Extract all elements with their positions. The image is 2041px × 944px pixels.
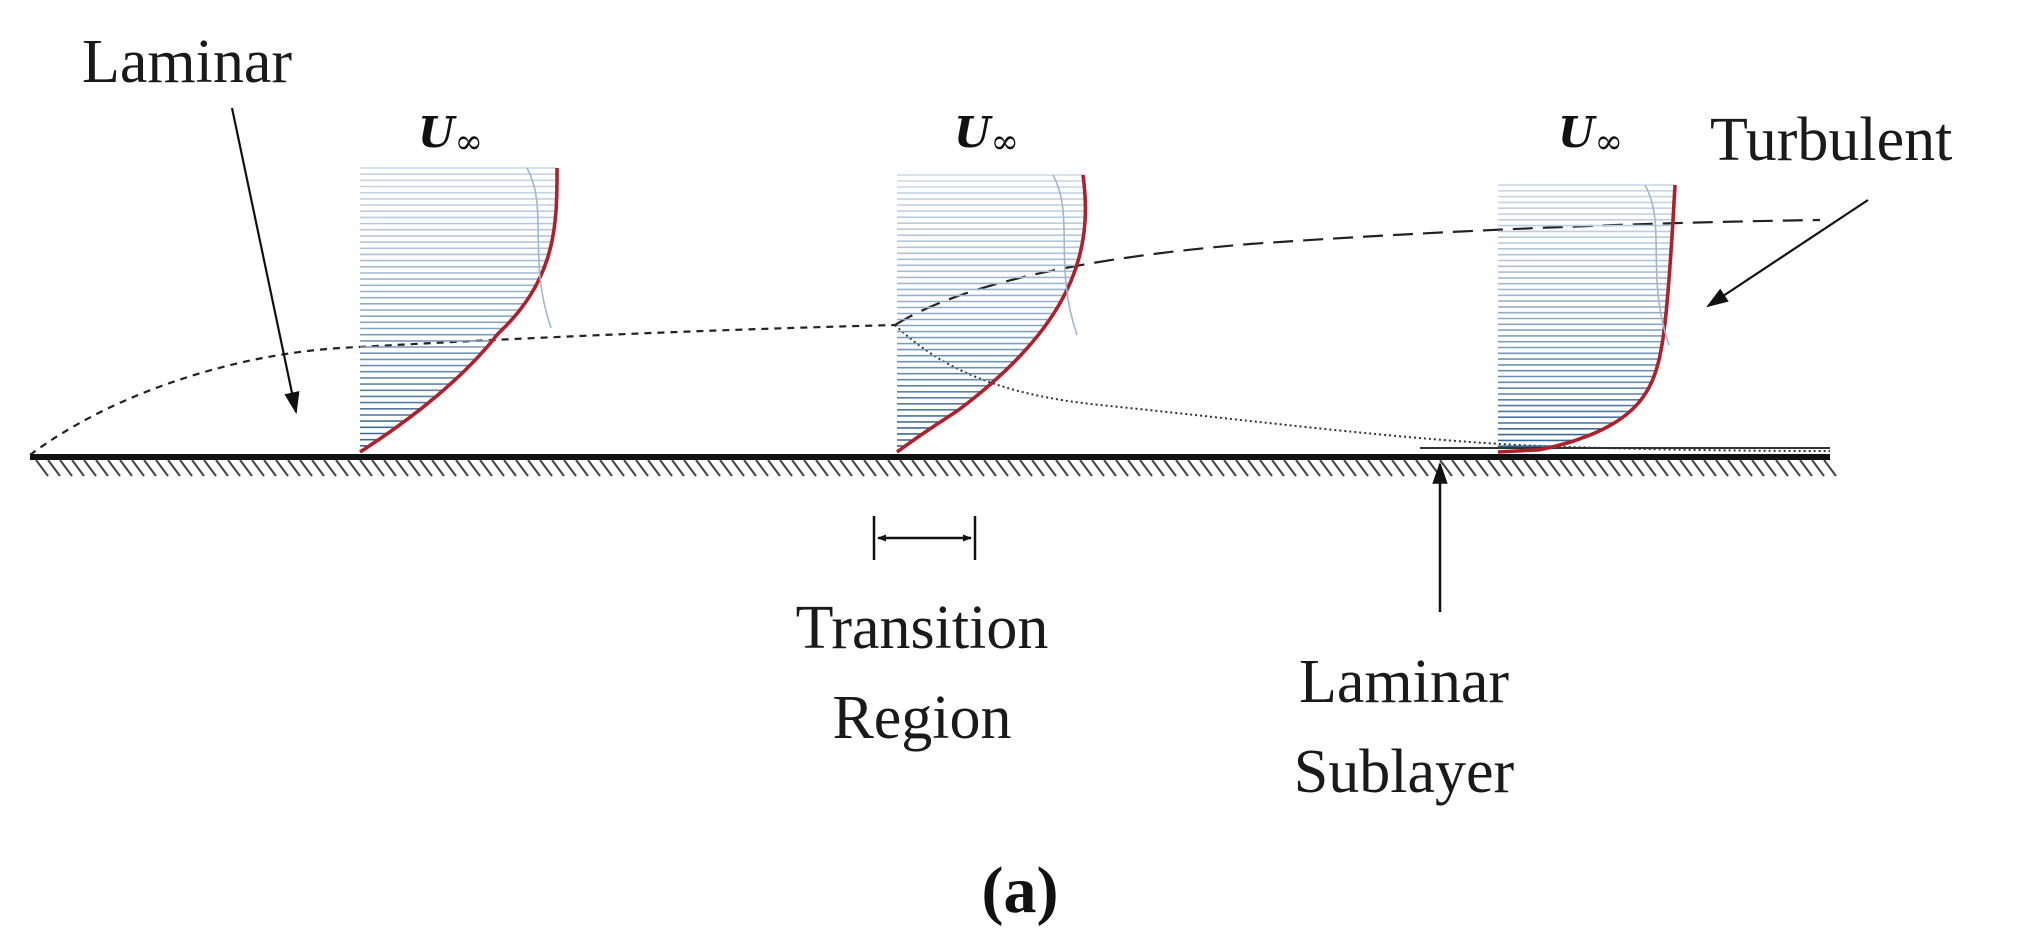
velocity-profile-turbulent [1497,184,1677,454]
transition-region-label-line1: Transition [796,594,1049,662]
velocity-profile-laminar [359,167,559,454]
transition-region-extent [872,516,977,560]
profile-outline [526,167,552,329]
velocity-profile-curve [359,168,559,454]
laminar-sublayer-label-line1: Laminar [1299,648,1509,716]
figure-caption: (a) [982,854,1059,927]
profile-outline [1052,174,1078,336]
turbulent-pointer-arrow [1706,199,1869,308]
free-stream-velocity-label-2: U∞ [954,108,1019,162]
velocity-profile-curve [895,174,1088,454]
velocity-profile-transition [895,174,1088,454]
turbulent-boundary-layer-edge [894,218,1821,326]
laminar-pointer-arrow [230,107,300,415]
free-stream-velocity-label-3: U∞ [1558,108,1623,162]
flat-plate [30,447,1837,477]
laminar-sublayer-label-line2: Sublayer [1294,738,1515,806]
velocity-profile-curve [1497,184,1677,454]
profile-outline [1644,184,1670,346]
turbulent-label: Turbulent [1710,106,1952,174]
laminar-sublayer-edge [894,324,1831,452]
laminar-boundary-layer-edge [29,323,896,456]
free-stream-velocity-label-1: U∞ [418,108,483,162]
transition-region-label-line2: Region [832,684,1011,752]
plate-hatching [35,459,1837,477]
laminar-label: Laminar [82,28,292,96]
